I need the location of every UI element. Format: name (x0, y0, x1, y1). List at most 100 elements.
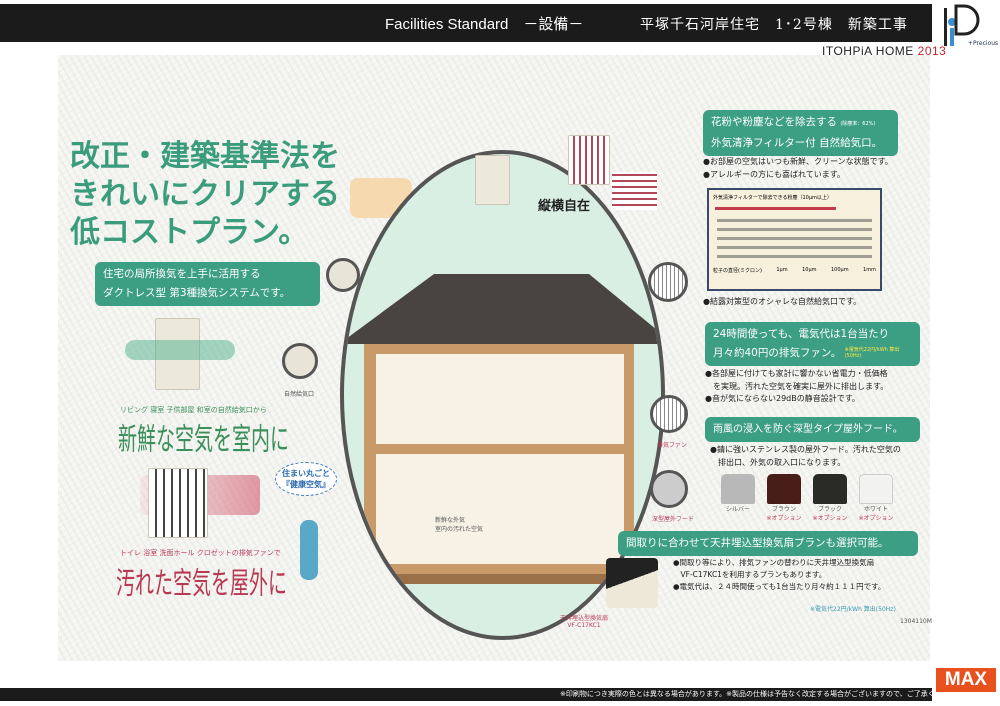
bullet: を実現。汚れた空気を確実に屋外に排出します。 (705, 381, 889, 391)
house-cutaway-illustration (344, 274, 661, 584)
removal-range-bar (715, 207, 836, 210)
diagram-legend: 新鮮な外気室内の汚れた空気 (435, 515, 483, 533)
headline-line: 低コストプラン。 (70, 215, 309, 250)
bullet: ●アレルギーの方にも喜ばれています。 (703, 170, 845, 179)
chart-title: 外気清浄フィルターで除去できる粉塵（10μm以上） (713, 195, 832, 201)
color-option-note: ※オプション (858, 515, 894, 522)
color-option-note: ※オプション (812, 515, 848, 522)
headline: 改正・建築基準法を きれいにクリアする 低コストプラン。 (70, 138, 340, 252)
fan-title: 月々約40円の排気ファン。 (713, 347, 842, 359)
disclaimer: ※印刷物につき実際の色とは異なる場合があります。※製品の仕様は予告なく改定する場… (560, 690, 963, 698)
hood-black-swatch (813, 474, 847, 504)
filter-title-box: 花粉や粉塵などを除去する (除塵率：62%) 外気清浄フィルター付 自然給気口。 (703, 110, 898, 156)
axis-tick: 1μm (776, 267, 788, 273)
headline-line: 改正・建築基準法を (70, 139, 340, 174)
bubble-line: 住まい丸ごと (282, 469, 330, 478)
ceiling-fan-image (606, 558, 658, 608)
fan-note: ※電気代22円/kWh 算出(50Hz) (844, 347, 900, 359)
hood-silver-swatch (721, 474, 755, 504)
fan-bullets: ●各部屋に付けても家計に響かない省電力・低価格 を実現。汚れた空気を確実に屋外に… (705, 368, 888, 406)
color-option-note: ※オプション (766, 515, 802, 522)
system-box: 住宅の局所換気を上手に活用する ダクトレス型 第3種換気システムです。 (95, 262, 320, 306)
hood-bullets: ●錆に強いステンレス製の屋外フード。汚れた空気の 排出口、外気の取入口になります… (710, 444, 901, 469)
color-name: ブラック (817, 506, 842, 513)
room-tag: 洗面ホール (159, 549, 195, 557)
brand-text: ITOHPiA HOME (822, 44, 914, 58)
bubble-line: 『健康空気』 (282, 480, 330, 489)
system-box-line: ダクトレス型 第3種換気システムです。 (103, 287, 291, 299)
filter-bullets: ●お部屋の空気はいつも新鮮、クリーンな状態です。●アレルギーの方にも喜ばれていま… (703, 155, 893, 181)
brand-name: ITOHPiA HOME 2013 (822, 44, 946, 58)
svg-text:+Precious: +Precious (968, 40, 998, 47)
fan-title: 24時間使っても、電気代は1台当たり (713, 328, 890, 340)
room-tag: トイレ (120, 549, 141, 557)
color-name: ブラウン (771, 506, 796, 513)
caption-line: VF-C17KC1 (567, 622, 601, 629)
filter-title: 花粉や粉塵などを除去する (711, 116, 837, 128)
particle-bars (717, 214, 872, 264)
axis-tick: 1mm (863, 267, 876, 273)
bullet: VF-C17KC1を利用するプランもあります。 (673, 570, 827, 579)
fan-title-box: 24時間使っても、電気代は1台当たり 月々約40円の排気ファン。 ※電気代22円… (705, 322, 920, 366)
fan-icon (650, 395, 688, 433)
hood-caption: 深型屋外フード (652, 516, 695, 523)
caption-line: 天井埋込型換気扇 (560, 615, 609, 622)
exhaust-rooms: トイレ 浴室 洗面ホール クロゼットの排気ファンで (120, 548, 281, 558)
legend-fresh: 新鮮な外気 (435, 517, 466, 524)
color-option: シルバー (718, 474, 758, 522)
air-inlet-image (475, 155, 510, 205)
chart-axis: 粒子の直径(ミクロン) 1μm 10μm 100μm 1mm (713, 267, 876, 274)
header-bar: Facilities Standard －設備－ 平塚千石河岸住宅 1･2号棟 … (0, 4, 932, 42)
axis-label: 粒子の直径(ミクロン) (713, 268, 762, 274)
precious-logo: +Precious (940, 2, 998, 47)
max-logo: MAX (936, 668, 996, 692)
ceiling-fan-title-box: 間取りに合わせて天井埋込型換気扇プランも選択可能。 (618, 531, 918, 556)
bullet: ●音が気にならない29dBの静音設計です。 (705, 394, 860, 403)
hood-title-box: 雨風の浸入を防ぐ深型タイプ屋外フード。 (705, 417, 920, 442)
room-tag: 和室 (196, 406, 211, 414)
mother-child-illustration (300, 520, 318, 580)
color-option: ブラウン ※オプション (764, 474, 804, 522)
color-option: ホワイト ※オプション (856, 474, 896, 522)
room-tag: 浴室 (143, 549, 158, 557)
bullet: ●間取り等により、排気ファンの替わりに天井埋込型換気扇 (673, 558, 875, 567)
filter-note: (除塵率：62%) (840, 121, 876, 127)
axis-tick: 100μm (830, 267, 849, 273)
room-tag: クロゼット (196, 549, 232, 557)
bullet: ●各部屋に付けても家計に響かない省電力・低価格 (705, 369, 888, 378)
doc-code: 1304110M (900, 618, 932, 625)
fan-caption: 排気ファン (657, 442, 688, 449)
bullet: ●結露対策型のオシャレな自然給気口です。 (703, 297, 862, 306)
supply-slogan: 新鮮な空気を室内に (118, 422, 290, 458)
system-box-line: 住宅の局所換気を上手に活用する (103, 268, 261, 280)
hood-white-swatch (859, 474, 893, 504)
exhaust-fan-image (148, 468, 208, 538)
project-name: 平塚千石河岸住宅 1･2号棟 新築工事 (640, 17, 908, 33)
color-option: ブラック ※オプション (810, 474, 850, 522)
inlet-caption: 自然給気口 (284, 391, 315, 398)
headline-line: きれいにクリアする (70, 177, 340, 212)
bullet: 排出口、外気の取入口になります。 (710, 457, 846, 467)
fresh-air-arrow-icon (125, 340, 235, 360)
louver-image (568, 135, 610, 185)
color-name: ホワイト (863, 506, 888, 513)
filter-title: 外気清浄フィルター付 自然給気口。 (711, 137, 883, 149)
air-inlet-image (155, 318, 200, 390)
hood-brown-swatch (767, 474, 801, 504)
particle-size-chart: 外気清浄フィルターで除去できる粉塵（10μm以上） 粒子の直径(ミクロン) 1μm… (707, 188, 882, 291)
axis-tick: 10μm (802, 267, 817, 273)
inlet-icon (326, 258, 360, 292)
exhaust-slogan: 汚れた空気を屋外に (116, 566, 288, 602)
fan-icon (648, 262, 688, 302)
bullet: ●電気代は、２４時間使っても1台当たり月々約１１１円です。 (673, 582, 886, 591)
legend-dirty: 室内の汚れた空気 (435, 526, 484, 533)
bullet: ●錆に強いステンレス製の屋外フード。汚れた空気の (710, 445, 901, 454)
tate-yoko-label: 縦横自在 (538, 199, 591, 214)
ceiling-fan-bullets: ●間取り等により、排気ファンの替わりに天井埋込型換気扇 VF-C17KC1を利用… (673, 557, 885, 593)
color-name: シルバー (725, 506, 750, 513)
hood-icon (650, 470, 688, 508)
room-tag: 寝室 (150, 406, 165, 414)
ceiling-note: ※電気代22円/kWh 算出(50Hz) (810, 606, 896, 613)
supply-rooms: リビング 寝室 子供部屋 和室の自然給気口から (120, 405, 267, 415)
